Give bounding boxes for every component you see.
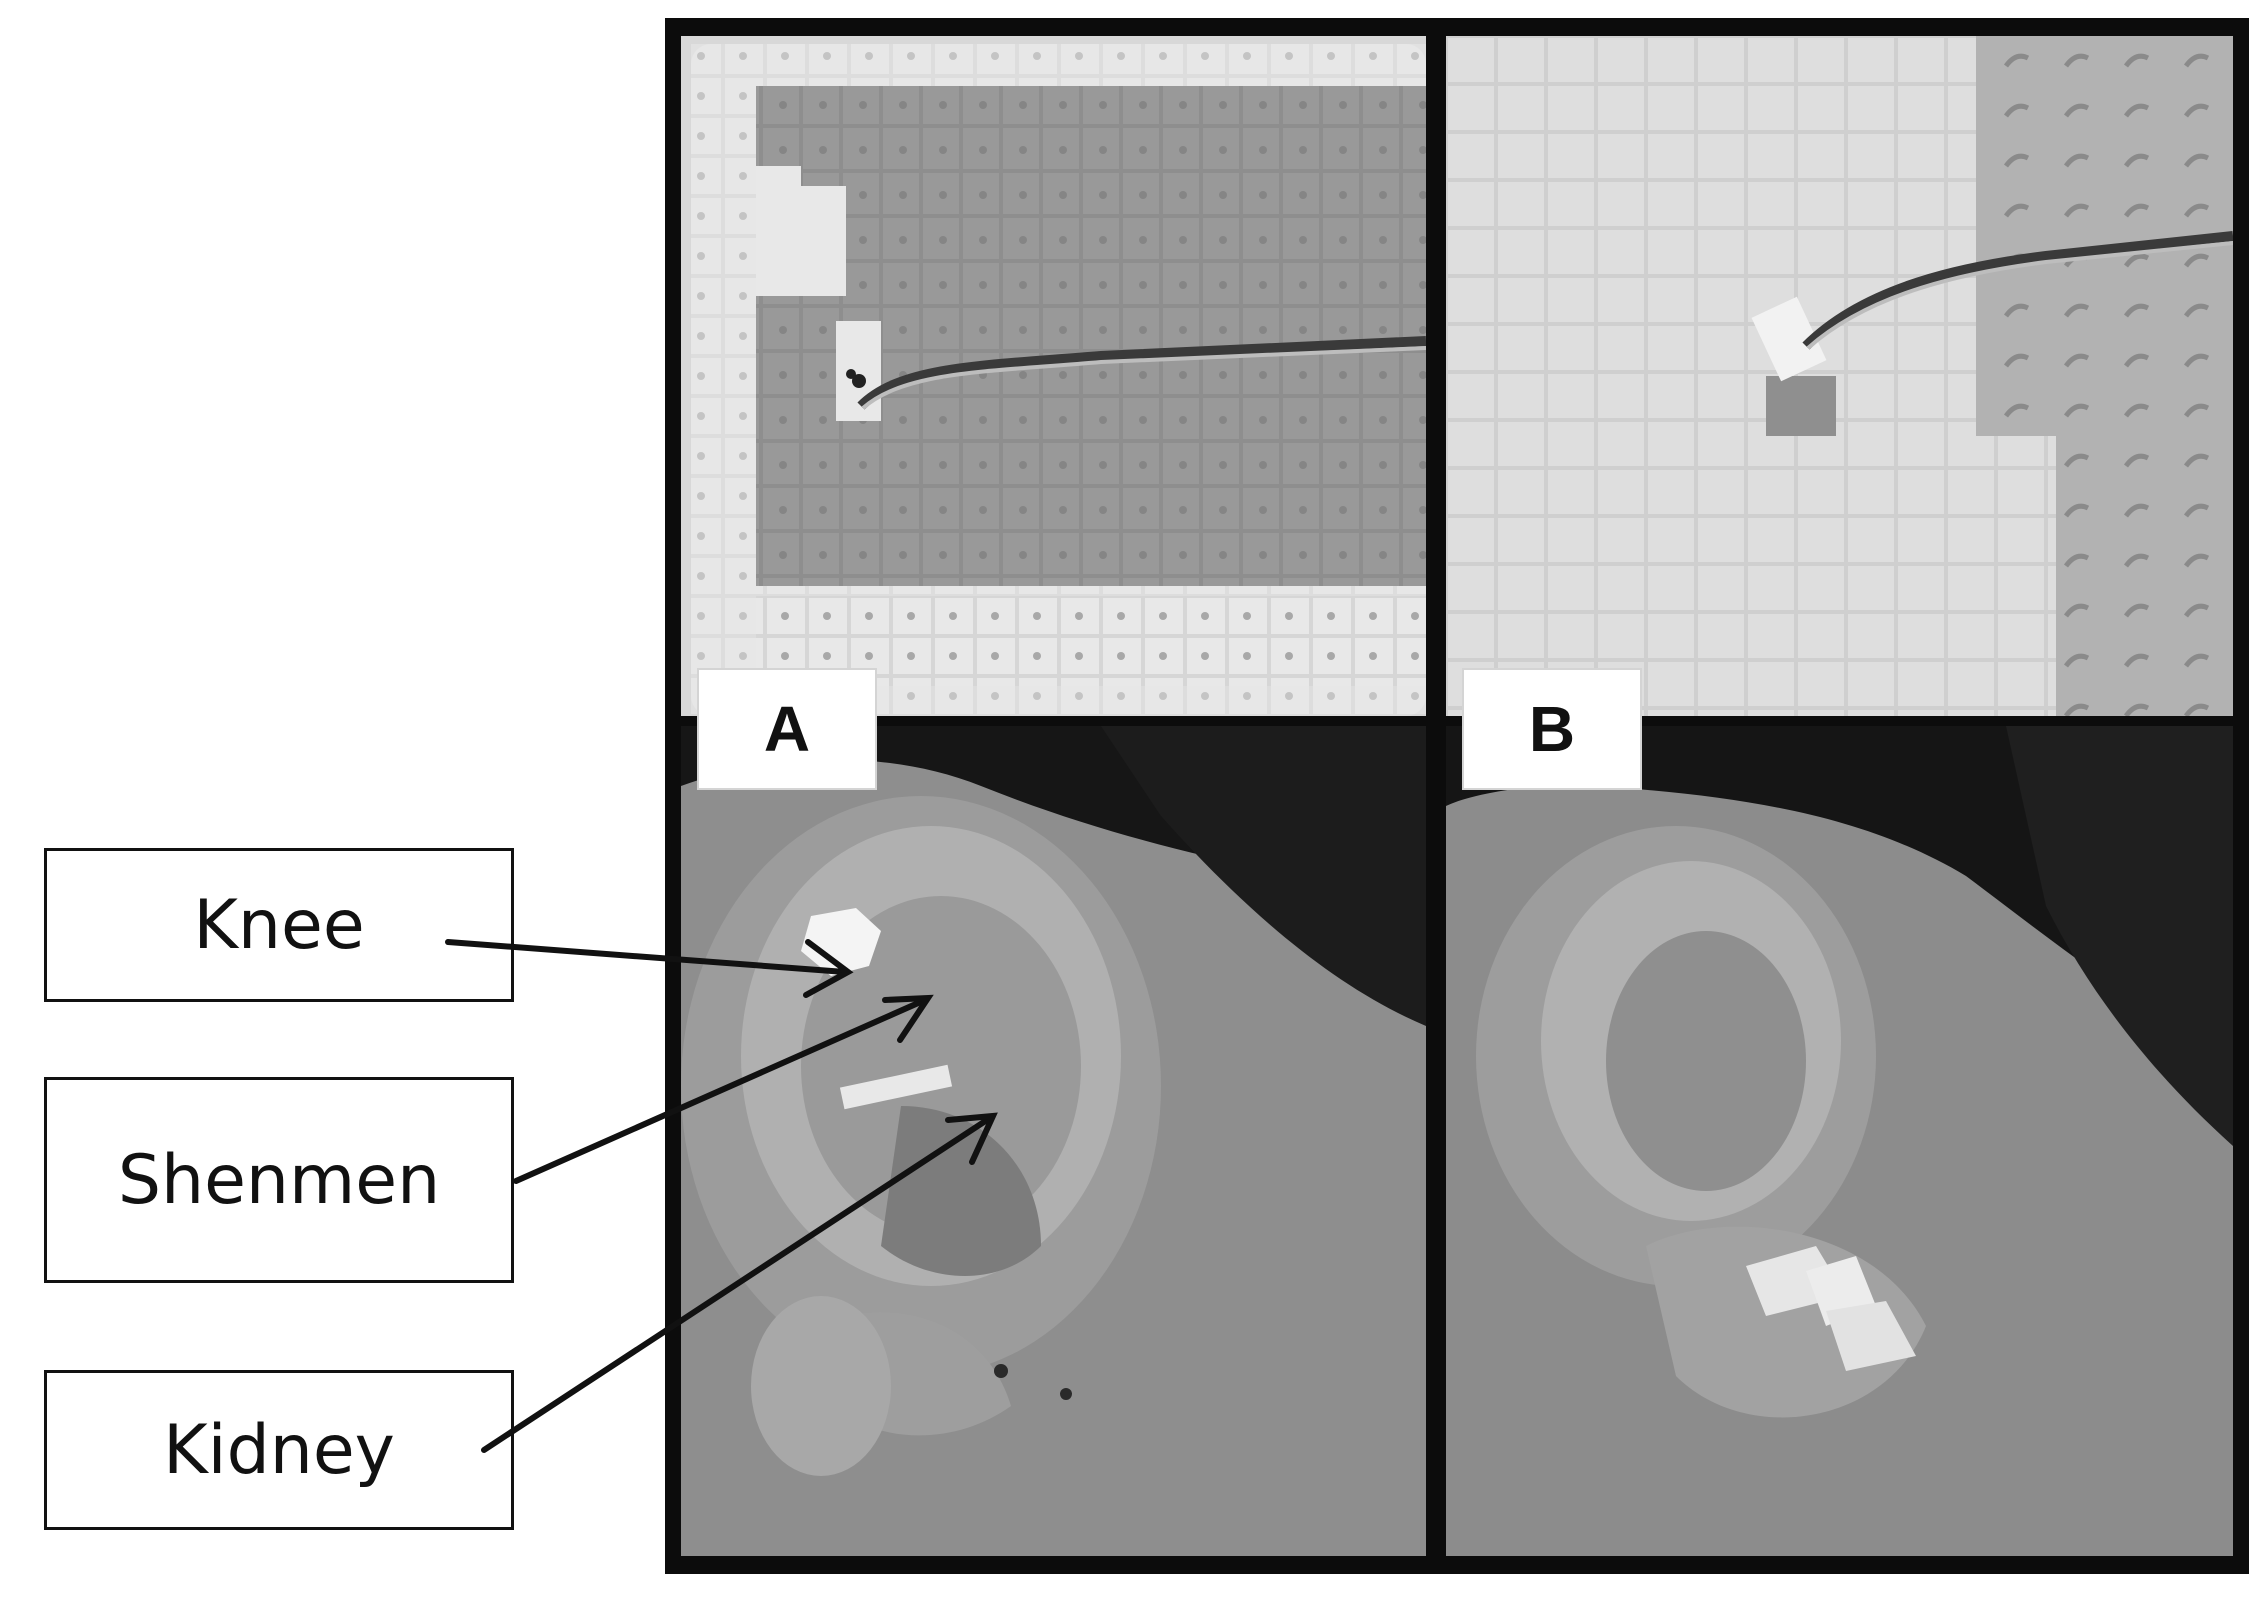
panel-label-a: A xyxy=(697,668,877,790)
photo-ear-placebo xyxy=(1446,726,2233,1556)
photo-ear-treatment xyxy=(681,726,1426,1556)
photo-patch-sheet-b xyxy=(1446,36,2233,716)
photo-patch-sheet-a xyxy=(681,36,1426,716)
label-knee: Knee xyxy=(44,848,514,1002)
label-kidney: Kidney xyxy=(44,1370,514,1530)
label-shenmen: Shenmen xyxy=(44,1077,514,1283)
panel-label-b: B xyxy=(1462,668,1642,790)
